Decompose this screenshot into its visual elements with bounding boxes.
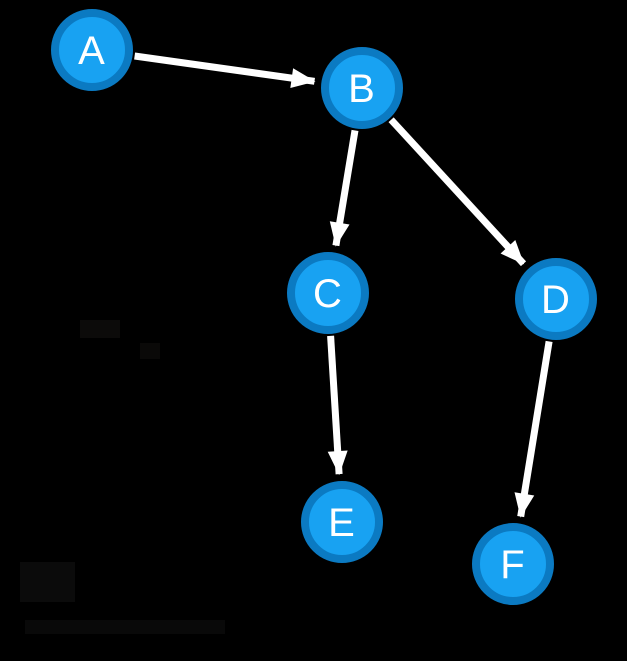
node-C-label: C [313, 272, 343, 316]
node-F-label: F [500, 543, 525, 587]
node-D-label: D [541, 278, 571, 322]
node-D-circle[interactable] [515, 258, 597, 340]
node-C[interactable]: C [287, 252, 369, 334]
edge-B-C [329, 129, 359, 247]
edge-D-F [514, 340, 553, 518]
edge-B-D [388, 117, 527, 267]
node-A[interactable]: A [51, 9, 133, 91]
node-E[interactable]: E [301, 481, 383, 563]
node-A-label: A [78, 29, 106, 73]
edge-C-E [327, 335, 348, 476]
node-D[interactable]: D [515, 258, 597, 340]
node-C-circle[interactable] [287, 252, 369, 334]
node-E-circle[interactable] [301, 481, 383, 563]
node-F-circle[interactable] [472, 523, 554, 605]
edge-A-B [134, 52, 316, 88]
node-B-circle[interactable] [321, 47, 403, 129]
node-A-circle[interactable] [51, 9, 133, 91]
node-B-label: B [348, 67, 376, 111]
node-B[interactable]: B [321, 47, 403, 129]
node-E-label: E [328, 501, 356, 545]
node-F[interactable]: F [472, 523, 554, 605]
